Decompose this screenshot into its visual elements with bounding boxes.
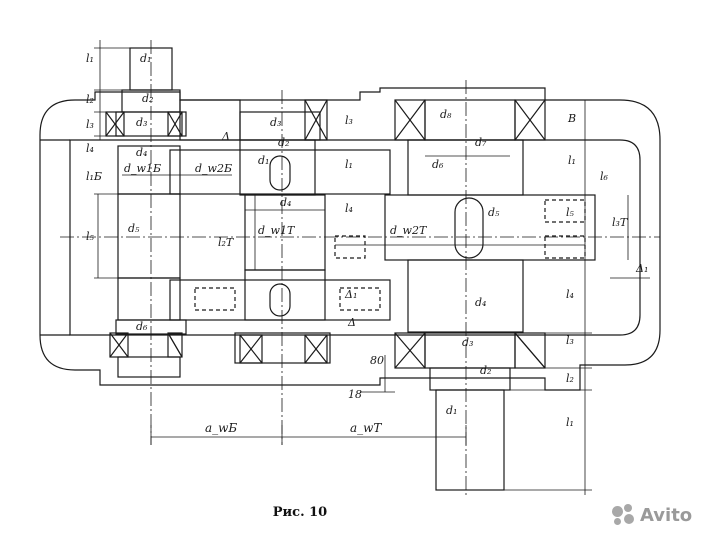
- label-mid-d4: d₄: [280, 196, 291, 209]
- label-mid-d1: d₁: [258, 154, 269, 167]
- label-left-d1: d₁: [140, 52, 151, 65]
- avito-dots-icon: [612, 504, 634, 526]
- label-r-l3t: l₃T: [612, 216, 629, 229]
- label-left-d2: d₂: [142, 92, 153, 105]
- avito-brand-text: Avito: [640, 504, 693, 526]
- gearbox-drawing: l₁ l₂ l₃ l₄ l₁Б l₅ d₁ d₂ d₃ d₄ d_w1Б d₅ …: [39, 40, 661, 495]
- label-c-delta: Δ: [347, 316, 356, 329]
- label-right-d1: d₁: [446, 404, 457, 417]
- drawing-labels: l₁ l₂ l₃ l₄ l₁Б l₅ d₁ d₂ d₃ d₄ d_w1Б d₅ …: [86, 52, 648, 435]
- label-r-l2: l₂: [566, 372, 574, 385]
- label-l4: l₄: [86, 142, 94, 155]
- label-left-d3: d₃: [136, 116, 147, 129]
- label-c-l3: l₃: [345, 114, 353, 127]
- middle-key-bottom: [269, 283, 291, 317]
- label-left-d4: d₄: [136, 146, 147, 159]
- label-r-l3: l₃: [566, 334, 574, 347]
- label-right-dw2t: d_w2T: [390, 224, 428, 237]
- middle-key-top: [269, 155, 291, 191]
- middle-gear-upper: [179, 99, 241, 141]
- label-r-l1: l₁: [568, 154, 576, 167]
- dimension-lines: [94, 40, 650, 495]
- label-r-l4: l₄: [566, 288, 574, 301]
- label-mid-l2t: l₂T: [218, 236, 235, 249]
- housing-outline: [39, 87, 661, 391]
- label-right-d3: d₃: [462, 336, 473, 349]
- label-l2: l₂: [86, 93, 94, 106]
- label-right-d8: d₈: [440, 108, 452, 121]
- label-l3: l₃: [86, 118, 94, 131]
- label-r-l5: l₅: [566, 206, 575, 219]
- output-shaft-end: [435, 389, 505, 491]
- label-c-delta1: Δ₁: [344, 288, 357, 301]
- label-mid-d3: d₃: [270, 116, 281, 129]
- label-r-b: B: [567, 112, 576, 125]
- figure-caption: Рис. 10: [272, 505, 328, 520]
- label-l1b: l₁Б: [86, 170, 102, 183]
- label-c-l4: l₄: [345, 202, 353, 215]
- label-awt: a_wT: [350, 421, 382, 435]
- output-bearing-top-right: [514, 99, 546, 141]
- label-right-d4: d₄: [475, 296, 486, 309]
- label-right-d7: d₇: [475, 136, 487, 149]
- label-mid-delta: Δ: [221, 130, 230, 143]
- label-c-80: 80: [370, 354, 384, 367]
- label-right-d6: d₆: [432, 158, 444, 171]
- label-mid-d2: d₂: [278, 136, 289, 149]
- label-r-l6: l₆: [600, 170, 609, 183]
- label-left-d6: d₆: [136, 320, 148, 333]
- label-r-l1b: l₁: [566, 416, 574, 429]
- center-lines: [60, 40, 660, 495]
- label-mid-dw1t: d_w1T: [258, 224, 296, 237]
- housing-inner-wall: [69, 139, 641, 336]
- label-mid-dw2b: d_w2Б: [195, 162, 232, 175]
- label-awb: a_wБ: [205, 421, 237, 435]
- label-left-d5: d₅: [128, 222, 140, 235]
- label-left-dw1b: d_w1Б: [124, 162, 161, 175]
- label-c-l1: l₁: [345, 158, 353, 171]
- label-l5: l₅: [86, 230, 95, 243]
- label-right-d5: d₅: [488, 206, 500, 219]
- label-l1: l₁: [86, 52, 94, 65]
- label-right-d2: d₂: [480, 364, 491, 377]
- avito-watermark: Avito: [612, 500, 716, 530]
- output-key: [454, 197, 484, 259]
- label-r-delta1: Δ₁: [635, 262, 648, 275]
- label-c-18: 18: [348, 388, 362, 401]
